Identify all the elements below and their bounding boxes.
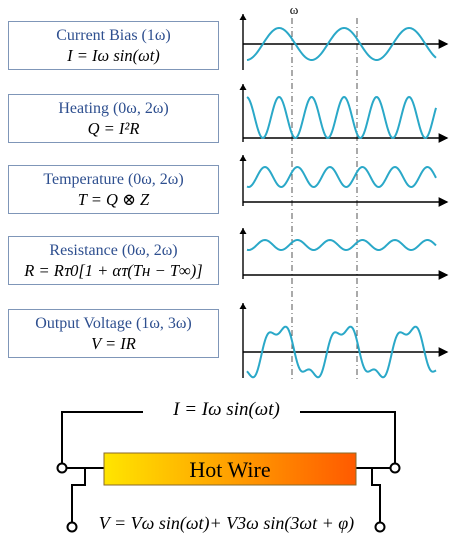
voltage-equation: V = Vω sin(ωt)+ V3ω sin(3ωt + φ): [98, 513, 355, 533]
voltage-wave: [246, 325, 437, 379]
box-title: Resistance (0ω, 2ω): [49, 242, 178, 259]
temperature-wave: [246, 165, 437, 189]
box-heating: Heating (0ω, 2ω) Q = I²R: [8, 94, 219, 143]
box-resistance: Resistance (0ω, 2ω) R = Rᴛ0[1 + αᴛ(Tʜ − …: [8, 236, 219, 285]
box-equation: T = Q ⊗ Z: [77, 190, 150, 209]
y-arrow-voltage: [239, 303, 247, 309]
terminal-voltage-left: [66, 521, 78, 533]
omega-label: ω: [290, 2, 299, 17]
terminal-current-right: [389, 462, 401, 474]
waveform-axes: [239, 14, 449, 378]
resistance-wave: [246, 238, 437, 252]
waveforms: [246, 26, 437, 379]
box-title: Heating (0ω, 2ω): [58, 100, 169, 117]
box-title: Current Bias (1ω): [56, 27, 171, 44]
heating-wave: [246, 95, 437, 140]
terminal-voltage-right: [374, 521, 386, 533]
box-equation: I = Iω sin(ωt): [67, 46, 160, 65]
current-wire-left: [61, 411, 143, 466]
box-output-voltage: Output Voltage (1ω, 3ω) V = IR: [8, 309, 219, 358]
box-temperature: Temperature (0ω, 2ω) T = Q ⊗ Z: [8, 165, 219, 214]
current-equation: I = Iω sin(ωt): [173, 399, 280, 420]
y-arrow-heating: [239, 84, 247, 90]
terminal-current-left: [56, 462, 68, 474]
circuit: [61, 411, 396, 523]
y-arrow-resistance: [239, 228, 247, 234]
box-title: Output Voltage (1ω, 3ω): [35, 315, 192, 332]
y-arrow-temperature: [239, 155, 247, 161]
box-title: Temperature (0ω, 2ω): [43, 171, 184, 188]
current-wire-right: [300, 411, 396, 466]
box-current-bias: Current Bias (1ω) I = Iω sin(ωt): [8, 21, 219, 70]
hot-wire: [103, 452, 357, 486]
current-wave: [246, 26, 437, 61]
voltage-wire-right: [371, 468, 381, 523]
box-equation: V = IR: [91, 334, 136, 353]
box-equation: R = Rᴛ0[1 + αᴛ(Tʜ − T∞)]: [24, 261, 203, 280]
y-arrow-current: [239, 14, 247, 20]
hot-wire-label: Hot Wire: [189, 457, 270, 482]
voltage-wire-left: [71, 468, 86, 523]
box-equation: Q = I²R: [87, 119, 140, 138]
